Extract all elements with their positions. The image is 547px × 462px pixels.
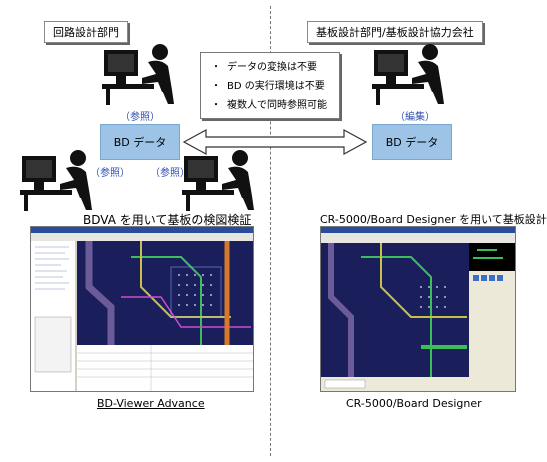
note-item-2: ・BD の実行環境は不要 — [211, 81, 325, 92]
cr5000-pcb-view-icon — [321, 227, 515, 391]
person-workstation-icon-left-top — [102, 44, 174, 105]
bdva-screenshot — [30, 226, 254, 392]
left-title: BDVA を用いて基板の検図検証 — [83, 213, 252, 227]
double-arrow-icon — [182, 128, 368, 156]
ref-label-bottom-left: （参照） — [90, 168, 130, 179]
person-workstation-icon-left-bottom-1 — [20, 150, 92, 211]
bd-data-box-left: BD データ — [100, 124, 180, 160]
bdva-pcb-view-icon — [31, 227, 253, 391]
notes-box: ・データの変換は不要 ・BD の実行環境は不要 ・複数人で同時参照可能 — [200, 52, 340, 119]
left-department-label: 回路設計部門 — [44, 21, 128, 43]
ref-label-top: （参照） — [120, 112, 160, 123]
right-caption: CR-5000/Board Designer — [346, 397, 482, 410]
note-item-1: ・データの変換は不要 — [211, 62, 317, 73]
ref-label-bottom-right: （参照） — [150, 168, 190, 179]
left-caption: BD-Viewer Advance — [97, 397, 205, 410]
person-workstation-icon-right — [372, 44, 444, 105]
person-workstation-icon-left-bottom-2 — [182, 150, 254, 211]
right-department-label: 基板設計部門/基板設計協力会社 — [307, 21, 483, 43]
right-title: CR-5000/Board Designer を用いて基板設計 — [320, 213, 547, 226]
edit-label: （編集） — [395, 112, 435, 123]
bd-data-box-right: BD データ — [372, 124, 452, 160]
note-item-3: ・複数人で同時参照可能 — [211, 100, 327, 111]
center-divider — [270, 6, 271, 456]
cr5000-screenshot — [320, 226, 516, 392]
